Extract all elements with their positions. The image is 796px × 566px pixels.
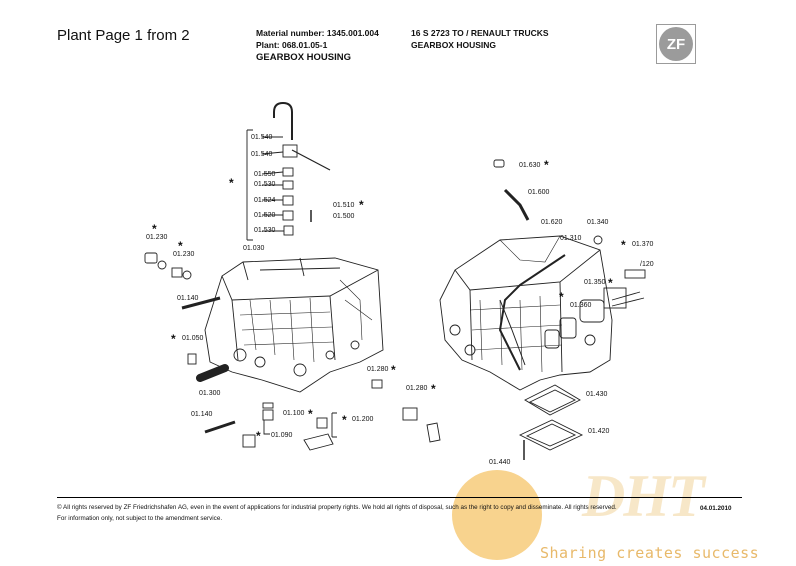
- part-label: 01.140: [177, 295, 199, 302]
- asterisk-icon: *: [391, 363, 396, 377]
- part-label: 01.230: [146, 234, 168, 241]
- page-title: Plant Page 1 from 2: [57, 27, 190, 44]
- part-label: 01.140: [191, 411, 213, 418]
- part-label: 01.350: [584, 279, 606, 286]
- asterisk-icon: *: [608, 276, 613, 290]
- watermark-logo: DHT: [582, 463, 705, 529]
- zf-logo: ZF: [659, 27, 693, 61]
- part-label: 01.420: [588, 428, 610, 435]
- part-label: 01.030: [243, 245, 265, 252]
- part-label: 01.540: [251, 151, 273, 158]
- asterisk-icon: *: [342, 413, 347, 427]
- model-name: 16 S 2723 TO / RENAULT TRUCKS: [411, 28, 549, 38]
- asterisk-icon: *: [256, 429, 261, 443]
- footer-info: For information only, not subject to the…: [57, 515, 223, 522]
- asterisk-icon: *: [359, 198, 364, 212]
- watermark-circle: [452, 470, 542, 560]
- asterisk-icon: *: [544, 158, 549, 172]
- part-label: 01.530: [254, 181, 276, 188]
- asterisk-icon: *: [308, 407, 313, 421]
- logo-frame: [656, 24, 696, 64]
- part-label: 01.540: [251, 134, 273, 141]
- part-label: 01.300: [199, 390, 221, 397]
- part-label: 01.510: [333, 202, 355, 209]
- plant-number: Plant: 068.01.05-1: [256, 40, 328, 50]
- exploded-view-drawing: [144, 101, 646, 460]
- footer-rights: © All rights reserved by ZF Friedrichsha…: [57, 504, 617, 511]
- model-group: GEARBOX HOUSING: [411, 40, 497, 50]
- part-label: 01.370: [632, 241, 654, 248]
- part-label: /120: [640, 261, 654, 268]
- part-label: 01.524: [254, 197, 276, 204]
- part-label: 01.340: [587, 219, 609, 226]
- part-label: 01.200: [352, 416, 374, 423]
- part-label: 01.360: [570, 302, 592, 309]
- material-number: Material number: 1345.001.004: [256, 28, 379, 38]
- right-housing: [439, 235, 613, 391]
- cover-gasket-bottom: [518, 419, 584, 451]
- cover-gasket-top: [524, 384, 581, 416]
- watermark-slogan: Sharing creates success: [540, 544, 760, 562]
- part-label: 01.440: [489, 459, 511, 466]
- part-label: 01.050: [182, 335, 204, 342]
- part-label: 01.500: [333, 213, 355, 220]
- asterisk-icon: *: [171, 332, 176, 346]
- asterisk-icon: *: [621, 238, 626, 252]
- part-label: 01.280: [367, 366, 389, 373]
- part-label: 01.600: [528, 189, 550, 196]
- group-title: GEARBOX HOUSING: [256, 52, 352, 63]
- asterisk-icon: *: [178, 239, 183, 253]
- part-label: 01.530: [254, 227, 276, 234]
- part-label: 01.090: [271, 432, 293, 439]
- part-label: 01.310: [560, 235, 582, 242]
- asterisk-icon: *: [559, 290, 564, 304]
- footer-date: 04.01.2010: [700, 505, 732, 512]
- part-label: 01.520: [254, 212, 276, 219]
- part-label: 01.230: [173, 251, 195, 258]
- part-label: 01.550: [254, 171, 276, 178]
- footer-divider: [57, 497, 742, 498]
- part-label: 01.280: [406, 385, 428, 392]
- asterisk-icon: *: [431, 382, 436, 396]
- part-label: 01.100: [283, 410, 305, 417]
- asterisk-icon: *: [229, 176, 234, 190]
- part-label: 01.430: [586, 391, 608, 398]
- asterisk-icon: *: [152, 222, 157, 236]
- part-label: 01.620: [541, 219, 563, 226]
- part-label: 01.630: [519, 162, 541, 169]
